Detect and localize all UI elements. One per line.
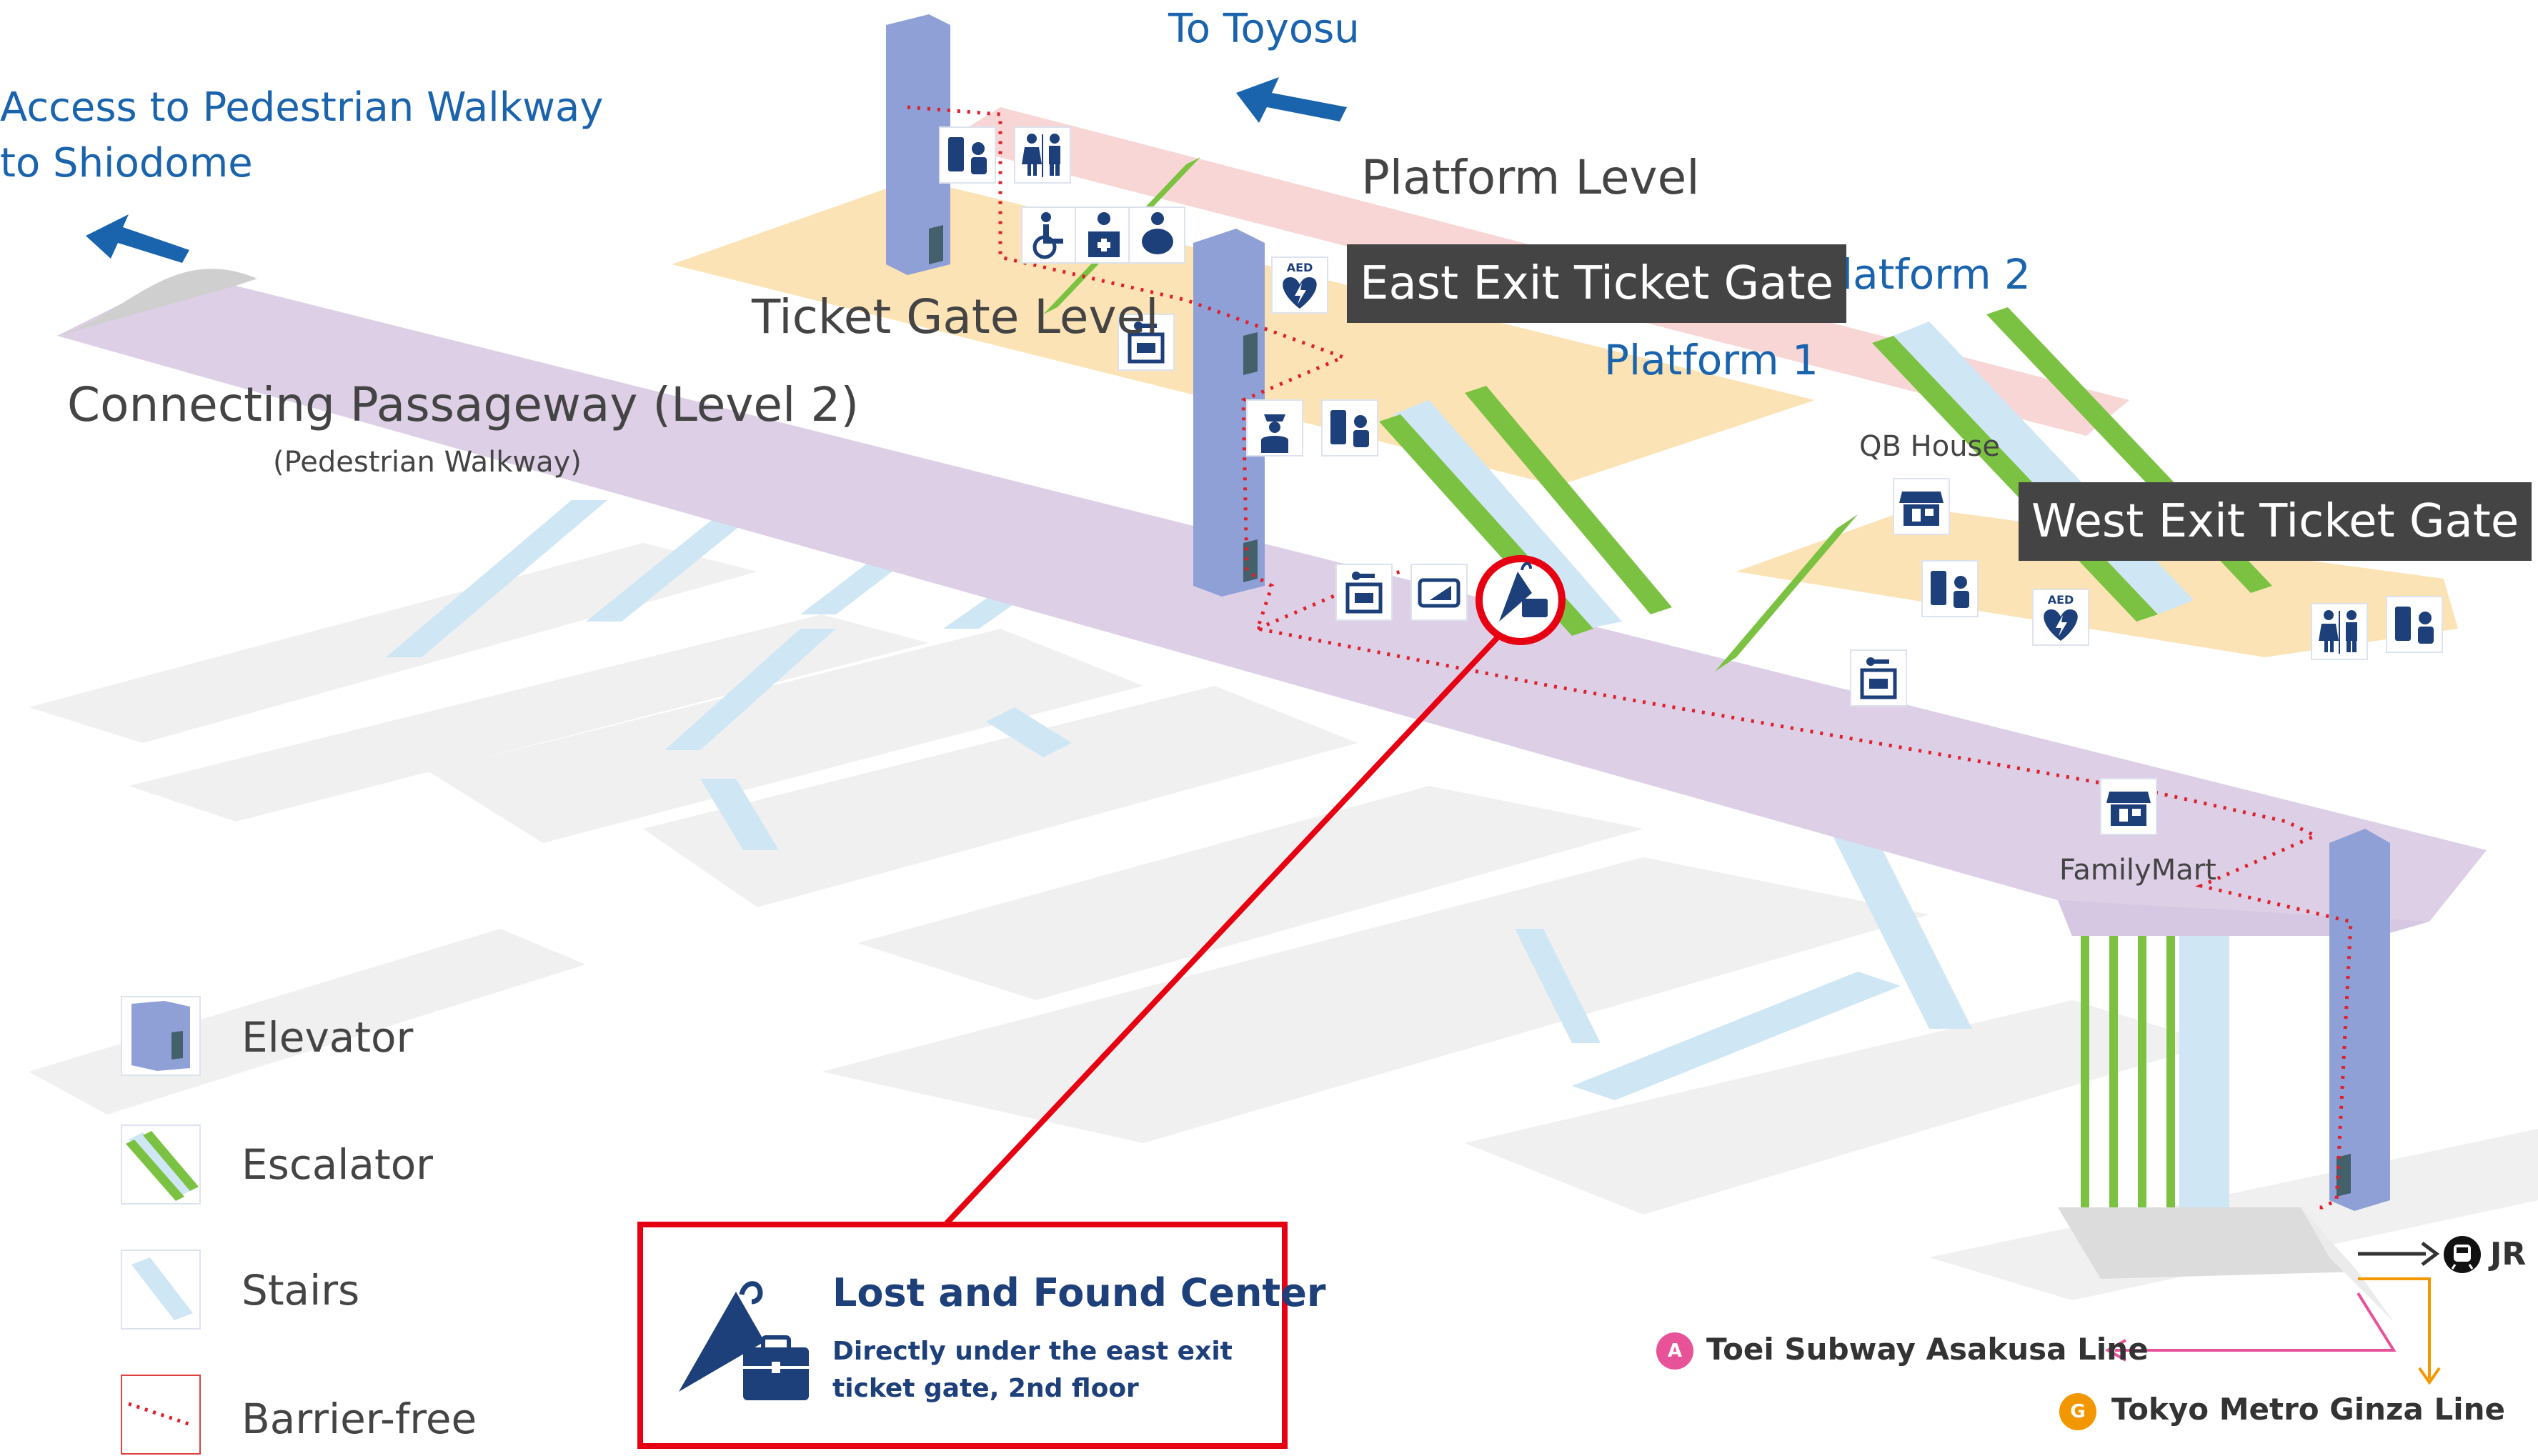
baby-care-icon [1128, 206, 1185, 264]
ground-ticket-area [2058, 1207, 2358, 1279]
platform-2-label: Platform 2 [1816, 250, 2031, 299]
restroom-icon [1014, 126, 1071, 184]
legend-elevator-label: Elevator [242, 1013, 414, 1062]
ground-slope [2301, 1207, 2394, 1322]
ticket-gate-level-label: Ticket Gate Level [752, 289, 1159, 344]
coin-locker-icon-2 [1335, 564, 1393, 621]
elevator-icon [121, 996, 201, 1076]
coin-locker-icon [1118, 314, 1175, 371]
to-toyosu-label: To Toyosu [1168, 6, 1360, 52]
aed-icon-west: AED [2032, 589, 2089, 646]
callout-line [945, 634, 1501, 1225]
access-walkway-label-2: to Shiodome [0, 140, 253, 186]
shop-icon-qb-house [1893, 478, 1950, 535]
escalator-icon [121, 1125, 201, 1205]
lost-and-found-title: Lost and Found Center [832, 1270, 1326, 1315]
background-streets [29, 543, 2538, 1300]
aed-label-west: AED [2048, 593, 2074, 607]
legend-barrier-free-label: Barrier-free [242, 1395, 477, 1443]
barrier-free-route-icon [121, 1375, 201, 1455]
pedestrian-walkway-label: (Pedestrian Walkway) [273, 446, 582, 479]
lost-and-found-desc-line-1: Directly under the east exit [832, 1337, 1233, 1366]
legend-escalator-label: Escalator [242, 1140, 434, 1189]
lost-and-found-description: Directly under the east exit ticket gate… [832, 1333, 1233, 1407]
legend-icons [121, 996, 201, 1455]
access-walkway-label-1: Access to Pedestrian Walkway [0, 84, 604, 131]
ticket-machine-icon [939, 126, 996, 184]
lower-escalator-bank [2081, 936, 2175, 1207]
elevator-north [886, 14, 950, 275]
elevator-south [2329, 829, 2390, 1211]
legend-stairs-label: Stairs [242, 1266, 360, 1315]
lost-and-found-icon [679, 1281, 809, 1400]
stairs-icon [121, 1250, 201, 1330]
aed-icon: AED [1271, 256, 1328, 314]
coin-locker-icon-3 [1850, 649, 1907, 707]
ginza-line-label: Tokyo Metro Ginza Line [2111, 1392, 2505, 1427]
transfer-arrows [2104, 1242, 2441, 1385]
east-exit-ticket-gate-label: East Exit Ticket Gate [1347, 244, 1846, 323]
platform-1-label: Platform 1 [1604, 336, 1818, 384]
restroom-icon-west [2311, 603, 2368, 660]
arrow-to-shiodome-icon [86, 214, 189, 263]
shop-icon-familymart [2100, 778, 2157, 835]
asakusa-line-badge: A [1656, 1332, 1693, 1370]
aed-label: AED [1287, 261, 1313, 274]
lost-and-found-callout[interactable]: Lost and Found Center Directly under the… [637, 1222, 1326, 1449]
connecting-passageway-floor [57, 286, 2487, 936]
ticket-machine-icon-west [1921, 560, 1979, 617]
ticket-machine-icon-2 [1321, 399, 1378, 457]
qb-house-label: QB House [1859, 430, 2000, 463]
ic-card-charge-icon [1410, 564, 1468, 621]
ticket-gate-level-floor-west [1736, 507, 2458, 657]
asakusa-line-label: Toei Subway Asakusa Line [1706, 1332, 2149, 1367]
wheelchair-icon [1021, 206, 1078, 264]
train-icon [2444, 1236, 2481, 1273]
ginza-line-badge: G [2059, 1393, 2096, 1430]
first-aid-icon [1075, 206, 1132, 264]
jr-label: JR [2490, 1236, 2527, 1272]
west-escalator [1715, 514, 1858, 672]
familymart-label: FamilyMart [2059, 854, 2216, 887]
ticket-machine-icon-west-2 [2386, 596, 2443, 653]
west-exit-ticket-gate-label: West Exit Ticket Gate [2019, 482, 2532, 561]
walkway-entrance [57, 269, 257, 336]
arrow-to-toyosu-icon [1236, 77, 1347, 123]
station-staff-icon [1246, 399, 1303, 457]
lost-and-found-desc-line-2: ticket gate, 2nd floor [832, 1374, 1139, 1403]
connecting-passageway-label: Connecting Passageway (Level 2) [67, 377, 860, 432]
lost-and-found-marker[interactable] [1475, 555, 1566, 645]
platform-level-label: Platform Level [1361, 150, 1700, 205]
facility-icons: AED [939, 126, 2443, 835]
